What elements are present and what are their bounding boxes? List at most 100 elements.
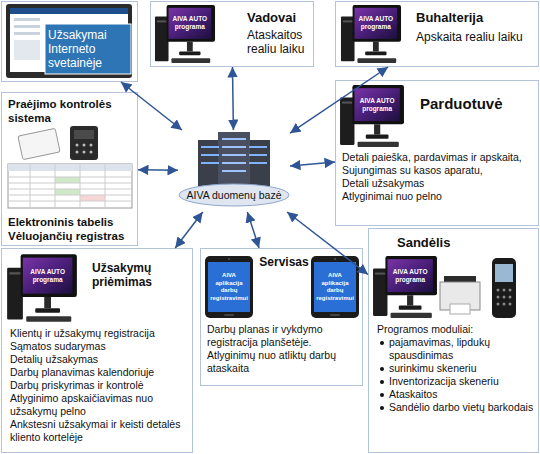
- card-reader: [76, 151, 79, 154]
- computer-icon: [155, 5, 215, 63]
- database-servers: [222, 154, 246, 156]
- database-servers: [201, 154, 219, 156]
- text-list: Darbų planas ir vykdymo registracija pla…: [207, 323, 359, 375]
- screen-label: AIVA aplikacija darbų registravimui: [208, 262, 250, 312]
- box-text: AIVA duomenų bazė: [178, 189, 290, 202]
- barcode-scanner: [509, 303, 512, 306]
- box-text: Užsakymai Interneto svetainėje: [48, 28, 130, 70]
- text-list: Klientų ir užsakymų registracijaSąmatos …: [10, 327, 190, 444]
- bidirectional-arrow: [175, 212, 202, 248]
- list-item: Darbų priskyrimas ir kontrolė: [10, 379, 190, 392]
- system-box: BuhalterijaApskaita realiu laiku: [335, 1, 539, 67]
- system-box: SandėlisProgramos moduliai:pajamavimas, …: [368, 228, 539, 453]
- list-item: Ankstesni užsakymai ir keisti detalės kl…: [10, 418, 190, 444]
- box-heading: Vadovai: [247, 10, 311, 26]
- system-box: ServisasDarbų planas ir vykdymo registra…: [200, 248, 363, 386]
- box-heading: Praėjimo kontrolės sistema: [8, 97, 136, 125]
- website-laptop: [14, 18, 40, 21]
- database-servers: [222, 162, 246, 164]
- card-reader: [74, 130, 94, 139]
- database-servers: [218, 132, 250, 188]
- timesheet-table: [105, 164, 106, 208]
- card-reader: [18, 126, 98, 160]
- timesheet-table: [30, 164, 31, 208]
- bidirectional-arrow: [290, 162, 335, 166]
- box-heading: Parduotuvė: [420, 95, 536, 113]
- database-servers: [179, 184, 289, 206]
- timesheet-table: [8, 164, 132, 208]
- barcode-scanner: [497, 296, 500, 299]
- barcode-scanner: [495, 264, 513, 282]
- barcode-scanner: [509, 296, 512, 299]
- box-text: Apskaita realiu laiku: [416, 30, 536, 44]
- website-box: Užsakymai Interneto svetainėje: [1, 1, 138, 82]
- screen-label: AIVA AUTO programa: [387, 259, 432, 292]
- website-laptop: [14, 25, 40, 28]
- list-item: Darbų planas ir vykdymo registracija pla…: [207, 323, 359, 349]
- system-box: VadovaiAtaskaitos realiu laiku: [150, 1, 314, 67]
- bidirectional-arrow: [232, 67, 234, 130]
- tablet-phone-icon: [205, 256, 359, 318]
- computer-icon: [373, 256, 437, 318]
- bidirectional-arrow: [287, 212, 368, 274]
- list-item: Programos moduliai:: [377, 323, 535, 336]
- database-servers: [222, 170, 246, 172]
- timesheet-table: [8, 183, 132, 184]
- list-item: Atlyginimai nuo pelno: [342, 190, 536, 203]
- barcode-scanner: [503, 296, 506, 299]
- bidirectional-arrow: [247, 212, 259, 248]
- box-heading: Servisas: [255, 255, 313, 269]
- barcode-scanner: [497, 289, 500, 292]
- bidirectional-arrow: [121, 82, 182, 130]
- timesheet-table: [8, 164, 132, 171]
- timesheet-table: [55, 189, 80, 195]
- timesheet-table: [55, 177, 80, 183]
- database-servers: [201, 162, 219, 164]
- label-printer: [440, 276, 480, 314]
- list-item: Darbų planavimas kalendoriuje: [10, 366, 190, 379]
- website-laptop: [14, 32, 40, 35]
- list-item: Atlyginimų nuo atliktų darbų ataskaita: [207, 349, 359, 375]
- card-reader: [83, 151, 86, 154]
- database-servers: [222, 138, 246, 140]
- timesheet-table: [8, 201, 132, 202]
- label-printer: [450, 304, 470, 314]
- box-heading: Sandėlis: [397, 235, 487, 251]
- list-item: Detali paieška, pardavimas ir apskaita,: [342, 151, 536, 164]
- barcode-scanner: [503, 303, 506, 306]
- list-item: Detali užsakymas: [342, 177, 536, 190]
- timesheet-table: [80, 195, 105, 201]
- box-heading: Buhalterija: [416, 10, 534, 26]
- screen-label: AIVA AUTO programa: [23, 258, 73, 294]
- tablet-phone-icon: [311, 256, 359, 318]
- website-laptop: [14, 40, 40, 60]
- computer-icon: [340, 85, 404, 147]
- website-laptop: [10, 8, 128, 14]
- database-servers: [249, 154, 267, 156]
- system-box: Praėjimo kontrolės sistemaElektroninis t…: [1, 92, 138, 246]
- list-item: Detalių užsakymas: [10, 353, 190, 366]
- list-item: Inventorizacija skeneriu: [377, 375, 535, 388]
- tablet-phone-icon: [205, 256, 253, 318]
- website-laptop: [45, 24, 131, 74]
- box-heading: Elektroninis tabelis Vėluojančių registr…: [8, 215, 136, 243]
- computer-icon: [7, 254, 77, 322]
- text-list: Programos moduliai:pajamavimas, lipdukų …: [377, 323, 535, 414]
- card-reader: [18, 128, 60, 159]
- list-item: Ataskaitos: [377, 388, 535, 401]
- screen-label: AIVA aplikacija darbų registravimui: [314, 262, 356, 312]
- screen-label: AIVA AUTO programa: [169, 8, 212, 39]
- barcode-scanner: [492, 258, 516, 318]
- list-item: Sandėlio darbo vietų barkodais: [377, 401, 535, 414]
- timesheet-table: [8, 195, 132, 196]
- barcode-scanner: [497, 303, 500, 306]
- timesheet-table: [55, 164, 56, 208]
- barcode-scanner: [503, 289, 506, 292]
- barcode-scanner: [509, 289, 512, 292]
- database-node: AIVA duomenų bazė: [178, 130, 290, 212]
- box-heading: Užsakymų priėmimas: [92, 261, 188, 289]
- database-servers: [249, 146, 267, 148]
- barcode-scanner: [492, 258, 516, 318]
